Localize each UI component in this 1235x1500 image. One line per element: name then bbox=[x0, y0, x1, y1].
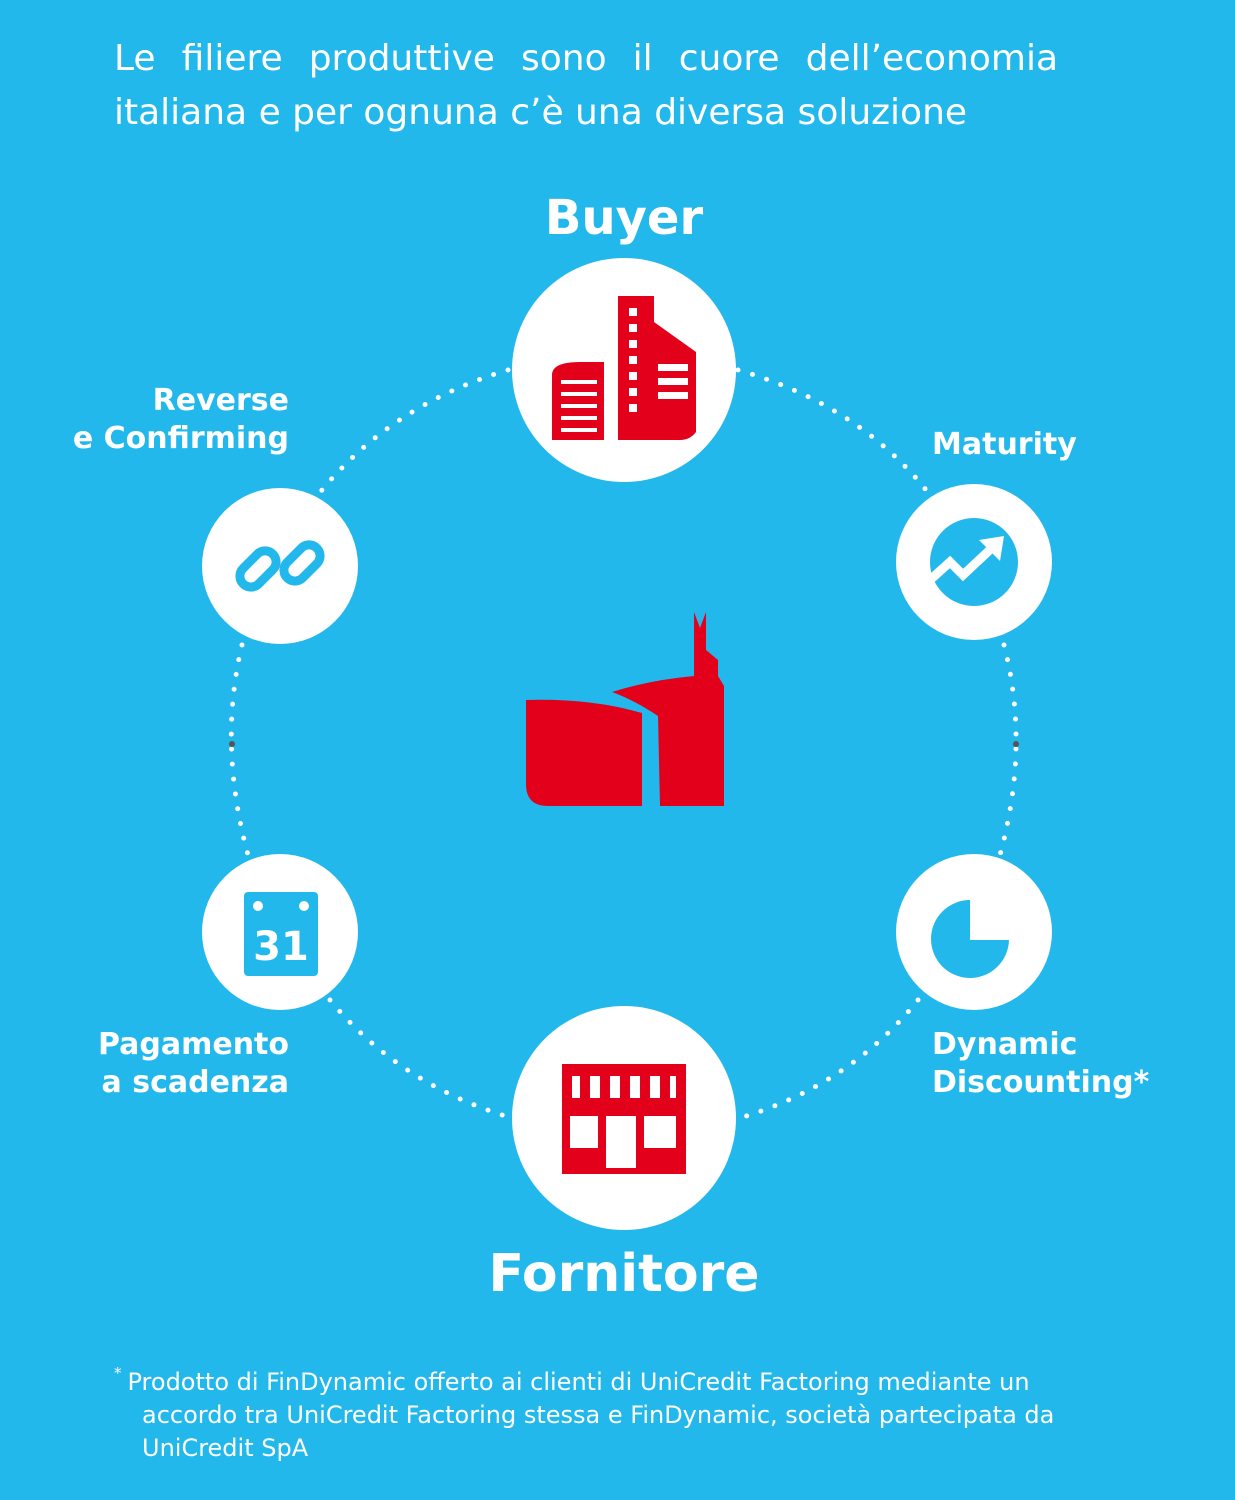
footnote: * Prodotto di FinDynamic offerto ai clien… bbox=[114, 1366, 1144, 1465]
headline-line-2: italiana e per ognuna c’è una diversa so… bbox=[114, 92, 968, 133]
footnote-line-1: Prodotto di FinDynamic offerto ai client… bbox=[127, 1368, 1030, 1396]
headline-line-1: Le filiere produttive sono il cuore dell… bbox=[114, 38, 1058, 79]
connector-dot-right bbox=[1013, 741, 1019, 747]
dynamic-label-line-2: Discounting* bbox=[932, 1065, 1150, 1100]
footnote-marker: * bbox=[114, 1364, 122, 1382]
storefront-icon bbox=[562, 1064, 686, 1174]
reverse-confirming-label: Reverse e Confirming bbox=[73, 382, 289, 458]
pagamento-scadenza-node: 31 bbox=[202, 854, 358, 1010]
pagamento-label-line-2: a scadenza bbox=[101, 1065, 289, 1100]
connector-buyer-reverse bbox=[315, 367, 511, 498]
buyer-label: Buyer bbox=[544, 190, 704, 246]
fornitore-label: Fornitore bbox=[488, 1244, 760, 1304]
pagamento-scadenza-label: Pagamento a scadenza bbox=[98, 1026, 289, 1102]
maturity-label: Maturity bbox=[932, 426, 1077, 464]
connector-dot-left bbox=[229, 741, 235, 747]
dotted-connectors bbox=[228, 367, 1019, 1121]
dynamic-label-line-1: Dynamic bbox=[932, 1027, 1078, 1062]
connector-buyer-maturity bbox=[735, 367, 933, 498]
footnote-line-3: UniCredit SpA bbox=[142, 1434, 309, 1462]
reverse-label-line-2: e Confirming bbox=[72, 421, 289, 456]
connector-dynamic-fornitore bbox=[737, 997, 921, 1121]
reverse-label-line-1: Reverse bbox=[152, 383, 289, 418]
dynamic-discounting-label: Dynamic Discounting* bbox=[932, 1026, 1149, 1102]
footnote-line-2: accordo tra UniCredit Factoring stessa e… bbox=[142, 1401, 1055, 1429]
dynamic-discounting-node bbox=[896, 854, 1052, 1010]
connector-reverse-pagamento bbox=[228, 642, 251, 858]
fornitore-node bbox=[512, 1006, 736, 1230]
calendar-day-number: 31 bbox=[253, 924, 309, 970]
buyer-node bbox=[512, 258, 736, 482]
trend-up-arrow-icon bbox=[926, 518, 1018, 606]
connector-maturity-dynamic bbox=[997, 642, 1019, 858]
calendar-icon: 31 bbox=[244, 892, 318, 976]
maturity-node bbox=[896, 484, 1052, 640]
office-buildings-icon bbox=[552, 296, 696, 440]
pagamento-label-line-1: Pagamento bbox=[97, 1027, 289, 1062]
unicredit-tower-logo bbox=[526, 612, 724, 806]
clock-pie-icon bbox=[931, 900, 1009, 978]
chain-link-icon bbox=[235, 540, 325, 592]
dynamic-circle bbox=[896, 854, 1052, 1010]
headline: Le filiere produttive sono il cuore dell… bbox=[114, 32, 1058, 140]
reverse-confirming-node bbox=[202, 488, 358, 644]
maturity-label-line-1: Maturity bbox=[932, 427, 1077, 462]
